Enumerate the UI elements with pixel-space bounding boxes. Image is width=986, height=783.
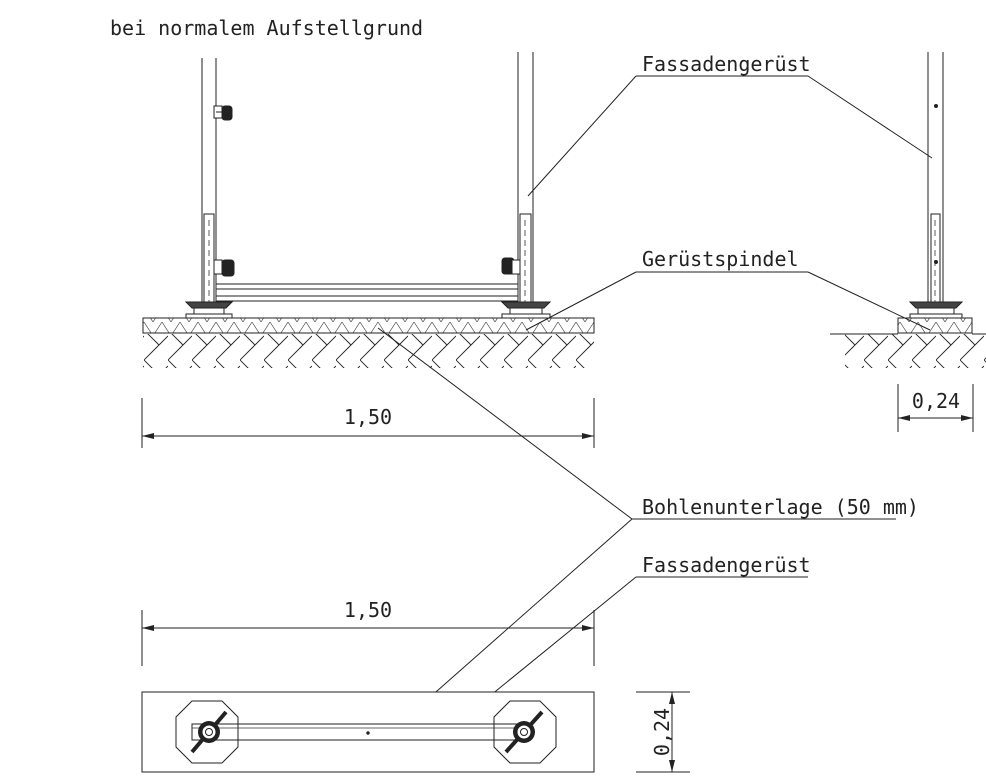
side-standard	[908, 52, 964, 319]
dimension-front-width-label: 1,50	[344, 405, 392, 429]
dimension-plan-depth-label: 0,24	[650, 708, 674, 756]
right-standard	[500, 52, 552, 319]
coupler-right-icon	[501, 257, 521, 275]
front-view: 1,50	[141, 52, 595, 448]
dimension-plan-depth: 0,24	[636, 691, 690, 773]
spindle-nut-right-icon	[500, 301, 552, 319]
ground-side	[845, 334, 986, 368]
base-plate-left	[175, 700, 239, 764]
label-bohlen: Bohlenunterlage (50 mm)	[377, 327, 919, 707]
label-bohlen-text: Bohlenunterlage (50 mm)	[642, 495, 919, 519]
base-plate-right	[493, 700, 557, 764]
label-fassade-top-text: Fassadengerüst	[642, 52, 811, 76]
spindle-wheel-left-icon	[190, 710, 228, 754]
dimension-front-width: 1,50	[141, 398, 595, 448]
coupler-top-icon	[213, 105, 233, 121]
side-view: 0,24	[830, 52, 986, 432]
dimension-side-width: 0,24	[897, 384, 974, 432]
base-board-front	[142, 317, 595, 334]
ground-front	[143, 334, 594, 368]
label-fassade-top: Fassadengerüst	[527, 52, 933, 197]
label-fassade-bottom: Fassadengerüst	[447, 553, 811, 731]
label-fassade-bottom-text: Fassadengerüst	[642, 553, 811, 577]
coupler-lower-icon	[213, 259, 235, 277]
dimension-plan-width: 1,50	[141, 598, 595, 666]
dimension-side-width-label: 0,24	[912, 389, 960, 413]
spindle-nut-left-icon	[184, 301, 234, 319]
label-spindel-text: Gerüstspindel	[642, 247, 799, 271]
spindle-wheel-right-icon	[504, 710, 544, 754]
plan-view: 1,50 0,24	[141, 598, 690, 773]
label-spindel: Gerüstspindel	[525, 247, 931, 331]
dimension-plan-width-label: 1,50	[344, 598, 392, 622]
spindle-nut-side-icon	[908, 301, 964, 319]
drawing-title: bei normalem Aufstellgrund	[110, 16, 423, 40]
left-standard	[184, 58, 235, 319]
